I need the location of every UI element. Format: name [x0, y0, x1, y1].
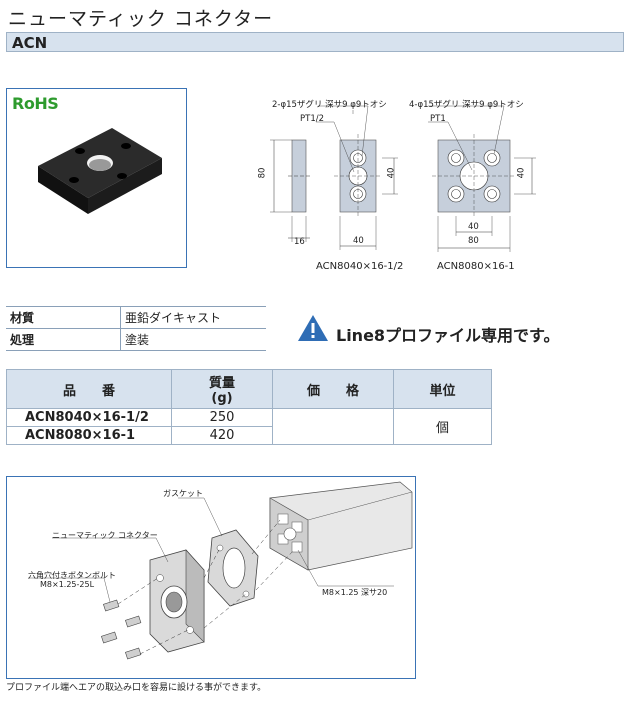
notice-text: Line8プロファイル専用です。 [336, 326, 560, 345]
series-code: ACN [12, 34, 48, 52]
header-weight-label: 質量 [208, 376, 235, 391]
header-price: 価 格 [272, 369, 394, 409]
drawing-acn8040 [270, 105, 398, 250]
spec-value: 亜鉛ダイキャスト [120, 306, 266, 329]
product-photo-frame [6, 88, 187, 268]
part-no-cell: ACN8040×16-1/2 [6, 408, 172, 427]
weight-cell: 250 [171, 408, 273, 427]
spec-table: 材質 亜鉛ダイキャスト 処理 塗装 [6, 306, 266, 351]
price-table: 品 番 質量 (g) 価 格 単位 ACN8040×16-1/2 250 個 A… [6, 369, 492, 445]
footnote: プロファイル端へエアの取込み口を容易に設ける事ができます。 [6, 683, 267, 693]
hole-note-right: 4-φ15ザグリ 深サ9 φ9トオシ [409, 100, 524, 110]
spec-row: 材質 亜鉛ダイキャスト [6, 306, 266, 329]
dim-width-right: 80 [468, 236, 479, 246]
price-cell [272, 408, 394, 445]
connector-label: ニューマティック コネクター [52, 531, 158, 540]
header-weight: 質量 (g) [171, 369, 273, 409]
dim-pitch-right: 40 [468, 222, 479, 232]
series-bar [6, 32, 624, 52]
dim-thickness-left: 16 [294, 237, 305, 247]
thread-note-right: PT1 [430, 114, 446, 124]
weight-cell: 420 [171, 426, 273, 445]
header-weight-unit: (g) [211, 391, 233, 406]
assembly-diagram-frame [6, 476, 416, 679]
rohs-badge: RoHS [12, 94, 59, 113]
spec-value: 塗装 [120, 328, 266, 351]
spec-key: 処理 [6, 328, 121, 351]
dim-height-left: 80 [257, 167, 268, 179]
warning-icon [298, 315, 328, 341]
thread-note-left: PT1/2 [300, 114, 324, 124]
dim-depth-left: 40 [386, 167, 397, 179]
price-table-header: 品 番 質量 (g) 価 格 単位 [6, 369, 492, 409]
thread-label: M8×1.25 深サ20 [322, 588, 388, 597]
unit-cell: 個 [393, 408, 492, 445]
part-no-cell: ACN8080×16-1 [6, 426, 172, 445]
assembly-diagram [28, 481, 413, 660]
product-photo [38, 128, 162, 214]
dim-width-left: 40 [353, 236, 364, 246]
header-part-no: 品 番 [6, 369, 172, 409]
spec-key: 材質 [6, 306, 121, 329]
dim-height-right: 40 [516, 167, 527, 179]
model-label-right: ACN8080×16-1 [437, 261, 515, 272]
page-title: ニューマティック コネクター [8, 8, 274, 30]
drawing-acn8080 [428, 105, 536, 252]
gasket-label: ガスケット [163, 489, 203, 498]
spec-row: 処理 塗装 [6, 328, 266, 351]
hole-note-left: 2-φ15ザグリ 深サ9 φ9トオシ [272, 100, 387, 110]
table-row: ACN8080×16-1 420 [6, 426, 492, 445]
header-unit: 単位 [393, 369, 492, 409]
bolt-label-1: 六角穴付きボタンボルト [28, 571, 116, 580]
table-row: ACN8040×16-1/2 250 個 [6, 408, 492, 445]
bolt-label-2: M8×1.25-25L [40, 580, 95, 589]
model-label-left: ACN8040×16-1/2 [316, 261, 404, 272]
